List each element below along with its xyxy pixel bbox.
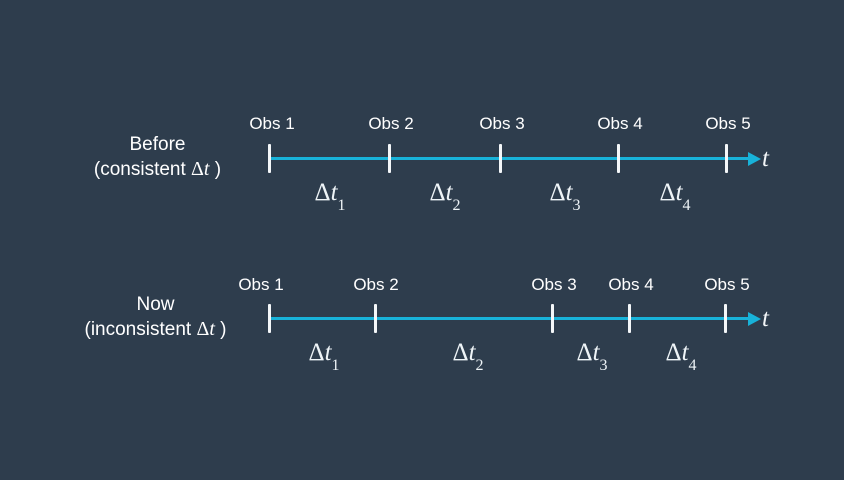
tick-obs-3 <box>499 144 502 173</box>
interval-label-1: Δt1 <box>314 179 345 214</box>
axis-arrow-before <box>748 152 761 166</box>
obs-label-3: Obs 3 <box>531 275 577 294</box>
obs-label-2: Obs 2 <box>353 275 399 294</box>
obs-label-3: Obs 3 <box>479 114 525 133</box>
interval-label-1: Δt1 <box>308 339 339 374</box>
t-glyph: t <box>324 339 332 366</box>
tick-obs-4 <box>617 144 620 173</box>
t-glyph: t <box>681 339 689 366</box>
interval-index: 4 <box>682 197 691 214</box>
interval-label-4: Δt4 <box>665 339 696 374</box>
axis-label-now: t <box>762 305 769 332</box>
tick-obs-5 <box>725 144 728 173</box>
axis-line-now <box>269 317 755 320</box>
t-glyph: t <box>565 179 573 206</box>
delta-glyph: Δ <box>452 339 469 366</box>
axis-line-before <box>269 157 755 160</box>
tick-obs-5 <box>724 304 727 333</box>
obs-label-2: Obs 2 <box>368 114 414 133</box>
interval-index: 4 <box>688 357 697 374</box>
delta-glyph: Δ <box>659 179 676 206</box>
obs-label-1: Obs 1 <box>238 275 284 294</box>
obs-label-4: Obs 4 <box>597 114 643 133</box>
tick-obs-3 <box>551 304 554 333</box>
obs-label-5: Obs 5 <box>704 275 750 294</box>
t-glyph: t <box>675 179 683 206</box>
t-glyph: t <box>592 339 600 366</box>
tick-obs-1 <box>268 144 271 173</box>
delta-glyph: Δ <box>308 339 325 366</box>
delta-glyph: Δ <box>665 339 682 366</box>
interval-label-3: Δt3 <box>549 179 580 214</box>
axis-arrow-now <box>748 312 761 326</box>
interval-index: 2 <box>475 357 484 374</box>
delta-glyph: Δ <box>549 179 566 206</box>
delta-glyph: Δ <box>429 179 446 206</box>
axis-label-before: t <box>762 145 769 172</box>
caption-before-delta-t: Δt <box>191 158 210 180</box>
interval-label-4: Δt4 <box>659 179 690 214</box>
caption-now-line2: (inconsistent Δt ) <box>84 318 227 340</box>
caption-before: Before (consistent Δt ) <box>60 132 255 182</box>
delta-glyph: Δ <box>314 179 331 206</box>
tick-obs-2 <box>374 304 377 333</box>
interval-index: 1 <box>337 197 346 214</box>
caption-before-line1: Before <box>129 134 186 155</box>
delta-glyph: Δ <box>576 339 593 366</box>
interval-label-2: Δt2 <box>429 179 460 214</box>
obs-label-4: Obs 4 <box>608 275 654 294</box>
tick-obs-1 <box>268 304 271 333</box>
interval-label-3: Δt3 <box>576 339 607 374</box>
tick-obs-4 <box>628 304 631 333</box>
interval-index: 3 <box>572 197 581 214</box>
interval-index: 3 <box>599 357 608 374</box>
interval-label-2: Δt2 <box>452 339 483 374</box>
tick-obs-2 <box>388 144 391 173</box>
caption-before-line2: (consistent Δt ) <box>93 158 222 180</box>
caption-now: Now (inconsistent Δt ) <box>48 292 263 342</box>
caption-now-delta-t: Δt <box>196 318 215 340</box>
caption-now-line1: Now <box>136 294 175 315</box>
interval-index: 1 <box>331 357 340 374</box>
obs-label-5: Obs 5 <box>705 114 751 133</box>
t-glyph: t <box>330 179 338 206</box>
t-glyph: t <box>468 339 476 366</box>
interval-index: 2 <box>452 197 461 214</box>
obs-label-1: Obs 1 <box>249 114 295 133</box>
t-glyph: t <box>445 179 453 206</box>
